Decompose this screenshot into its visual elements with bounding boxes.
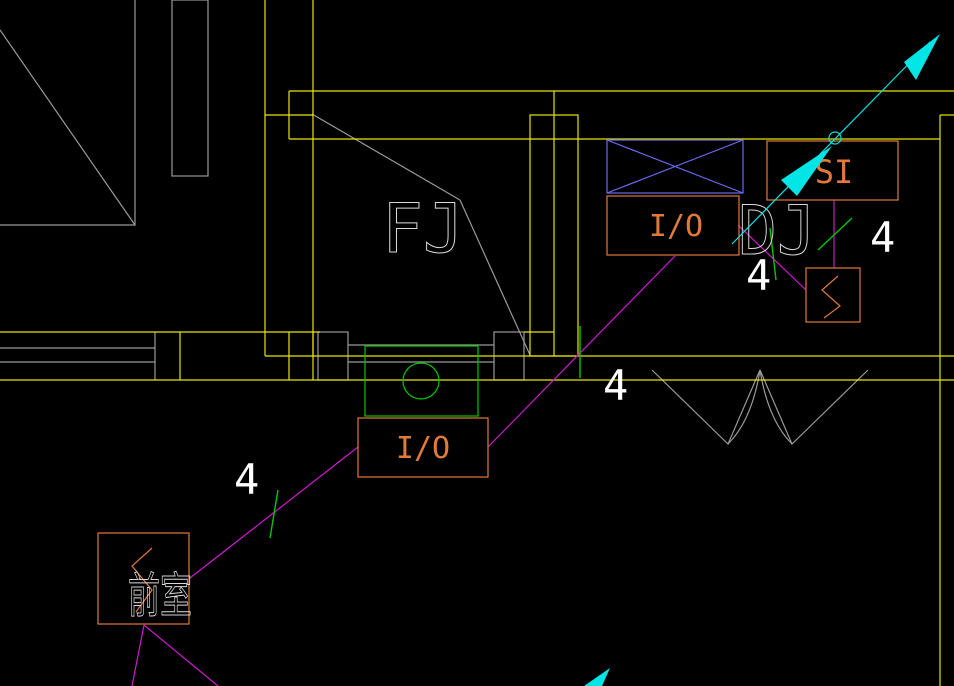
door-swing-left [651,369,761,446]
wire-count-lower-left: 4 [234,455,259,504]
wire-qianshi-down-left [131,624,145,686]
io-lower-label: I/O [396,431,450,466]
room-label-fj: FJ [382,190,464,269]
device-layer [97,140,899,625]
top-left-outline [0,0,136,226]
column-top [171,0,209,177]
direction-node [828,131,842,145]
fan-fixture[interactable] [364,345,479,417]
wire-count-near-door: 4 [603,361,628,410]
fan-frame [364,345,479,417]
qianshi-device-box[interactable] [97,532,190,625]
wire-count-layer: 4 4 4 4 [234,213,895,504]
ramp-line-1 [311,113,461,201]
device-text-layer: I/O I/O SI [396,153,853,466]
wire-count-near-si: 4 [870,213,895,262]
circle-fan-icon [402,362,440,400]
cyan-arrow-icon [904,34,940,80]
room-label-qianshi: 前室 [128,568,192,624]
tick-lower-left [269,489,279,539]
tick-layer [269,217,853,539]
qianshi-zigzag-icon [131,547,153,613]
smoke-detector-box[interactable] [805,267,861,323]
architecture-layer [0,0,869,446]
wire-count-near-dj: 4 [746,251,771,300]
io-module-upper[interactable] [606,195,740,256]
cyan-arrow-icon-bottom [584,668,610,686]
ramp-line-2 [459,199,531,356]
tick-si [817,217,853,251]
annotation-layer: FJ DJ 前室 [128,190,817,625]
io-upper-label: I/O [649,209,703,244]
io-module-lower[interactable] [357,417,489,478]
crossed-box-icon [606,139,744,194]
cyan-arrow-icon-mid [781,146,832,196]
door-swing-right [759,369,869,446]
direction-layer [584,34,940,686]
wire-io-upper-to-io-lower [487,255,676,448]
tick-dj [769,227,777,281]
zigzag-icon [821,275,841,319]
room-label-dj: DJ [738,192,816,271]
top-left-diagonal [0,29,136,226]
wire-qianshi-down-right [143,624,219,686]
wire-io-to-s [737,224,807,291]
